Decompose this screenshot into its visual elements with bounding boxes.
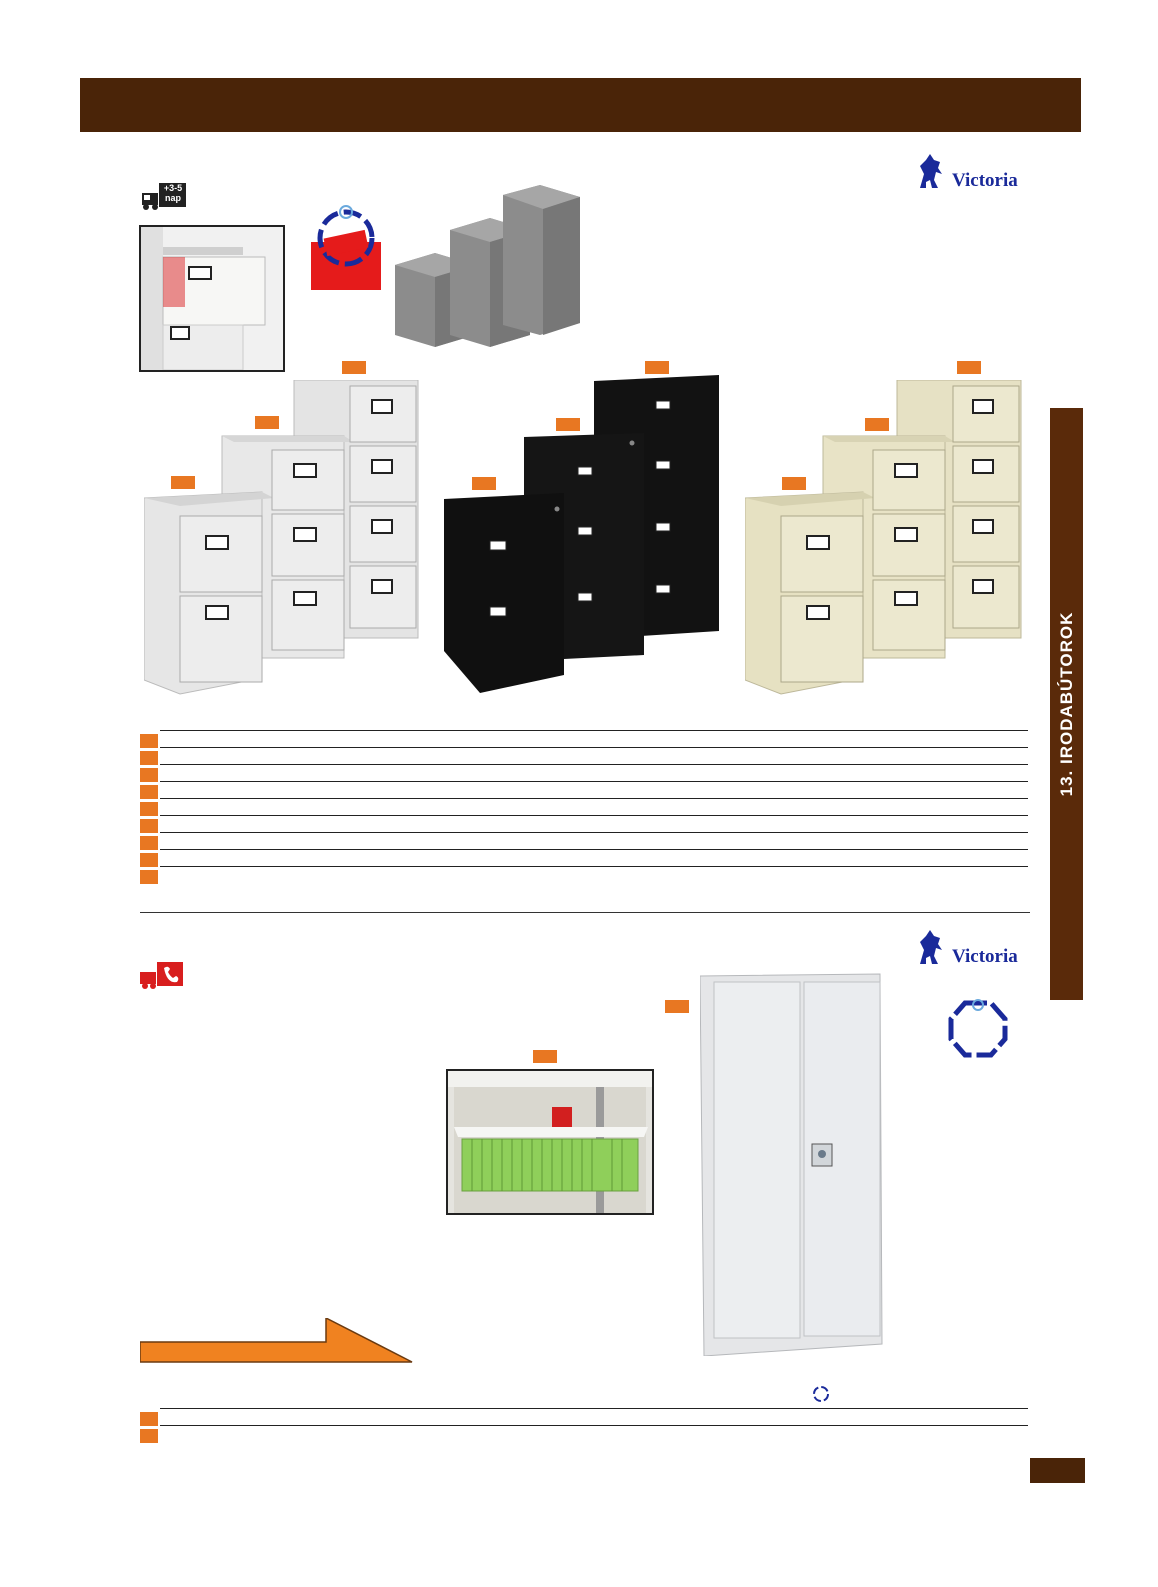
horse-logo-icon [920,154,942,188]
delivery-unit: nap [164,193,181,203]
chapter-tab-label: 13. IRODABÚTOROK [1056,611,1076,797]
brand-name: Victoria [952,170,1018,191]
price-badge [533,1050,557,1063]
phone-truck-icon [140,962,183,989]
price-badge [782,477,806,490]
delivery-days: +3-5 [163,183,183,193]
header-bar [80,78,1081,132]
price-badge [865,418,889,431]
cabinet-group-beige [744,379,1027,695]
recycle-seal-icon [311,205,381,290]
table-row-divider [160,866,1028,867]
row-marker [140,734,158,748]
price-badge [556,418,580,431]
table-row-divider [160,781,1028,782]
victoria-logo-bottom: Victoria [914,928,1018,968]
row-marker [140,802,158,816]
row-marker [140,853,158,867]
table-row-divider [160,747,1028,748]
section-divider [140,912,1030,913]
table-row-divider [160,849,1028,850]
price-badge [171,476,195,489]
drawer-detail-photo [139,225,285,372]
row-marker [140,1429,158,1443]
recycle-seal [945,995,1011,1061]
arrow-icon [139,1316,413,1363]
cabinet-range-illustration [395,185,590,350]
small-seal [812,1385,830,1403]
page-number-box [1030,1458,1085,1483]
horse-logo-icon [920,930,942,964]
row-marker [140,768,158,782]
table-row-divider [160,730,1028,731]
brand-name: Victoria [952,946,1018,967]
table-row-divider [160,832,1028,833]
tall-cabinet [699,968,890,1357]
recycle-seal-icon [948,999,1008,1058]
row-marker [140,819,158,833]
phone-delivery-badge [140,962,184,990]
shelf-interior-photo [446,1069,654,1215]
table-row-divider [160,798,1028,799]
victoria-logo: Victoria [914,152,1018,192]
row-marker [140,1412,158,1426]
chapter-tab: 13. IRODABÚTOROK [1050,408,1083,1000]
row-marker [140,751,158,765]
row-marker [140,785,158,799]
table-row-divider [160,1408,1028,1409]
row-marker [140,836,158,850]
cabinet-group-black [444,375,727,693]
table-row-divider [160,1425,1028,1426]
table-row-divider [160,764,1028,765]
certification-seal [311,194,381,290]
delivery-badge: +3-5 nap [140,181,188,211]
truck-icon [142,183,186,210]
cabinet-group-light-grey [143,379,424,695]
row-marker [140,870,158,884]
price-badge [342,361,366,374]
price-badge [255,416,279,429]
price-badge [957,361,981,374]
recycle-seal-icon [813,1386,829,1402]
price-badge [472,477,496,490]
table-row-divider [160,815,1028,816]
price-badge [645,361,669,374]
arrow-banner [139,1316,414,1364]
price-badge [665,1000,689,1013]
